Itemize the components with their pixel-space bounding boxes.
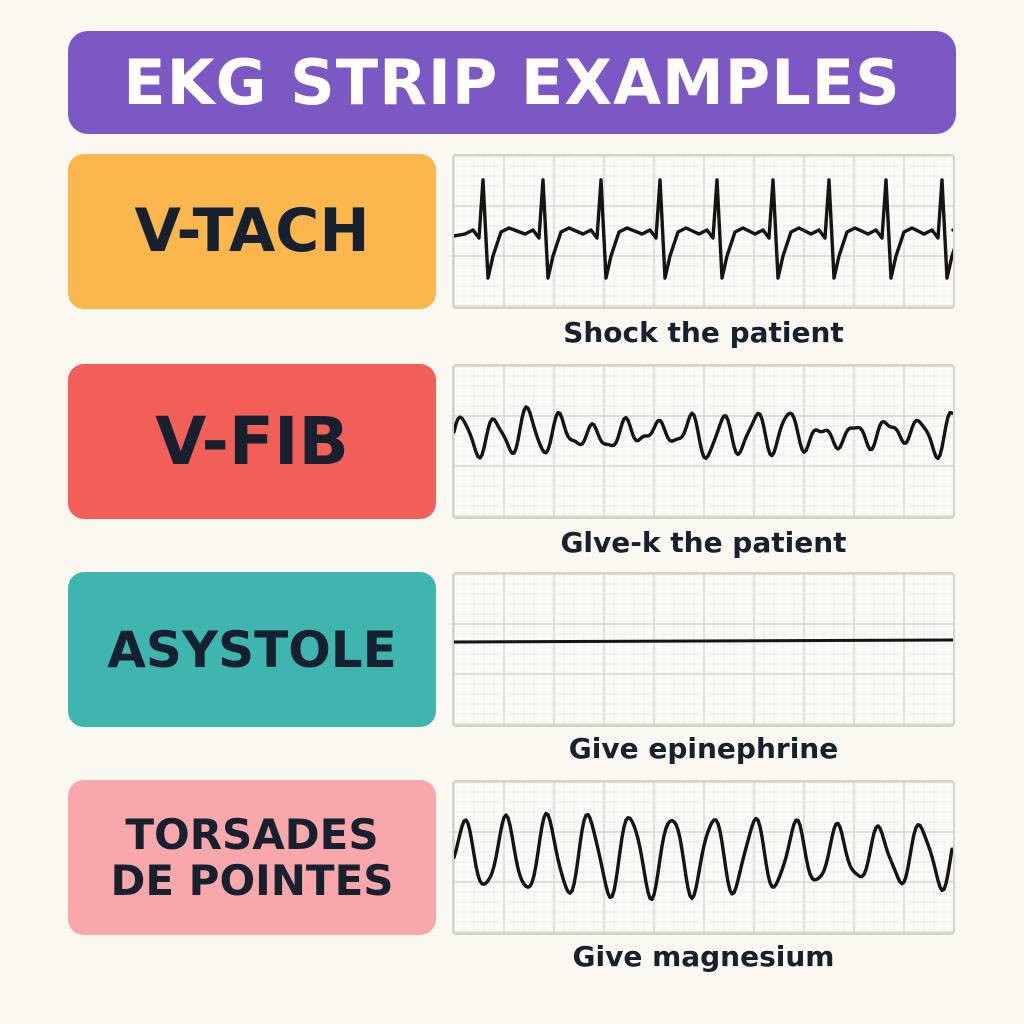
rhythm-label-vfib: V-FIB — [68, 364, 436, 519]
rhythm-name: V-FIB — [155, 402, 349, 480]
grid-lines — [454, 366, 953, 517]
ekg-strip-graphic — [454, 782, 953, 933]
rhythm-name: V-TACH — [134, 196, 370, 267]
rhythm-action-torsades: Give magnesium — [572, 940, 835, 973]
ekg-strip-graphic — [454, 366, 953, 517]
page-title: EKG STRIP EXAMPLES — [123, 46, 901, 119]
rhythm-action-vfib: Glve-k the patient — [560, 526, 847, 559]
grid-lines — [454, 574, 953, 725]
rhythm-label-asystole: ASYSTOLE — [68, 572, 436, 727]
ekg-strip-graphic — [454, 156, 953, 307]
rhythm-label-torsades: TORSADES DE POINTES — [68, 780, 436, 935]
waveform-trace — [454, 405, 953, 461]
ekg-strip-graphic — [454, 574, 953, 725]
ekg-strip-asystole — [452, 572, 955, 727]
waveform-trace — [454, 811, 953, 901]
ekg-strip-vtach — [452, 154, 955, 309]
rhythm-name: ASYSTOLE — [107, 620, 397, 679]
ekg-strip-torsades — [452, 780, 955, 935]
waveform-trace — [454, 178, 953, 280]
title-banner: EKG STRIP EXAMPLES — [68, 31, 956, 134]
rhythm-name: TORSADES DE POINTES — [110, 810, 394, 905]
ekg-strip-vfib — [452, 364, 955, 519]
rhythm-label-vtach: V-TACH — [68, 154, 436, 309]
rhythm-action-asystole: Give epinephrine — [568, 732, 839, 765]
rhythm-action-vtach: Shock the patient — [563, 316, 844, 349]
waveform-trace — [454, 638, 953, 644]
grid-lines — [454, 782, 953, 933]
